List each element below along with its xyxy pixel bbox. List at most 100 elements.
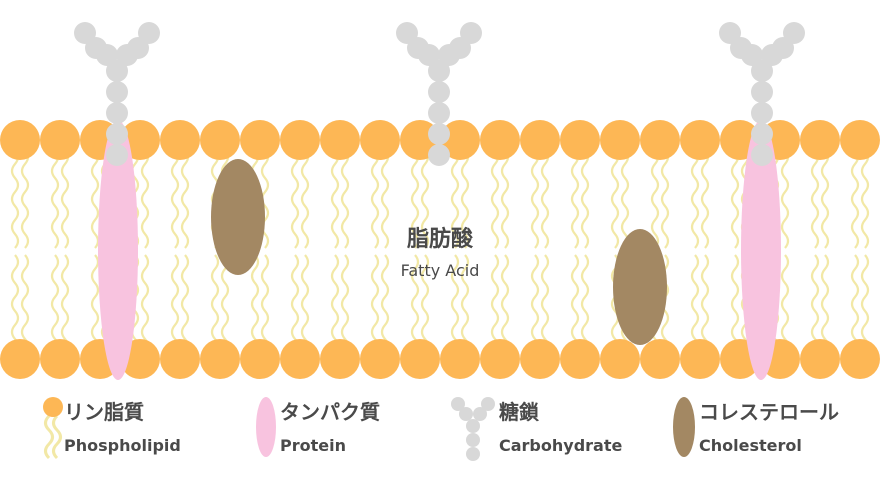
fatty-acid-tail-bottom [250, 254, 260, 354]
cholesterol-molecule [613, 229, 667, 345]
fatty-acid-tail-bottom [690, 254, 700, 354]
fatty-acid-tail-top [540, 149, 550, 249]
fatty-acid-tail-top [340, 149, 350, 249]
fatty-acid-tail-top [10, 149, 20, 249]
legend-item-phospholipid: リン脂質 Phospholipid [43, 397, 181, 460]
fatty-acid-tail-top [660, 149, 670, 249]
fatty-acid-tail-bottom [410, 254, 420, 354]
legend-label-carbohydrate-en: Carbohydrate [499, 436, 622, 455]
sugar-unit [428, 60, 450, 82]
fatty-acid-tail-bottom [210, 254, 220, 354]
sugar-unit [751, 81, 773, 103]
sugar-unit [751, 60, 773, 82]
fatty-acid-tail-bottom [330, 254, 340, 354]
cholesterol-molecules [211, 159, 667, 345]
fatty-acid-tail-bottom [540, 254, 550, 354]
fatty-acid-tail-bottom [460, 254, 470, 354]
fatty-acid-tail-top [290, 149, 300, 249]
fatty-acid-tail-bottom [490, 254, 500, 354]
fatty-acid-tail-bottom [810, 254, 820, 354]
phospholipid-head-top [160, 120, 200, 160]
fatty-acid-tail-top [820, 149, 830, 249]
fatty-acid-tail-top [410, 149, 420, 249]
fatty-acid-tail-top [860, 149, 870, 249]
fatty-acid-tail-bottom [700, 254, 710, 354]
sugar-unit [438, 44, 460, 66]
sugar-unit [418, 44, 440, 66]
sugar-unit [428, 144, 450, 166]
phospholipid-head-top [40, 120, 80, 160]
phospholipid-heads [0, 120, 880, 379]
fatty-acid-tail-bottom [10, 254, 20, 354]
sugar-unit [106, 102, 128, 124]
sugar-unit [116, 44, 138, 66]
legend-label-carbohydrate-jp: 糖鎖 [499, 400, 540, 424]
fatty-acid-tail-bottom [500, 254, 510, 354]
sugar-unit [96, 44, 118, 66]
phospholipid-head-bottom [680, 339, 720, 379]
fatty-acid-tail-top [20, 149, 30, 249]
fatty-acid-tail-bottom [780, 254, 790, 354]
fatty-acid-tail-top [300, 149, 310, 249]
fatty-acid-tail-bottom [340, 254, 350, 354]
carbohydrate-chain [396, 22, 482, 166]
phospholipid-head-top [560, 120, 600, 160]
phospholipid-head-bottom [440, 339, 480, 379]
phospholipid-head-top [320, 120, 360, 160]
sugar-unit [106, 60, 128, 82]
fatty-acid-tail-bottom [450, 254, 460, 354]
fatty-acid-tail-bottom [90, 254, 100, 354]
fatty-acid-tail-bottom [850, 254, 860, 354]
fatty-acid-tail-bottom [50, 254, 60, 354]
fatty-acid-tail-top [420, 149, 430, 249]
fatty-acid-tail-top [620, 149, 630, 249]
phospholipid-head-bottom [160, 339, 200, 379]
fatty-acid-tail-bottom [820, 254, 830, 354]
fatty-acid-tail-bottom [300, 254, 310, 354]
phospholipid-head-top [280, 120, 320, 160]
phospholipid-head-top [680, 120, 720, 160]
phospholipid-head-bottom [200, 339, 240, 379]
phospholipid-head-top [240, 120, 280, 160]
phospholipid-head-bottom [240, 339, 280, 379]
sugar-unit [106, 81, 128, 103]
phospholipid-head-top [480, 120, 520, 160]
legend: リン脂質 Phospholipid タンパク質 Protein 糖鎖 Carbo… [43, 397, 839, 461]
fatty-acid-tail-top [700, 149, 710, 249]
fatty-acid-tail-bottom [60, 254, 70, 354]
phospholipid-head-bottom [0, 339, 40, 379]
sugar-unit [106, 144, 128, 166]
fatty-acid-tail-bottom [730, 254, 740, 354]
sugar-unit [751, 102, 773, 124]
fatty-acid-tail-bottom [220, 254, 230, 354]
fatty-acid-tail-top [580, 149, 590, 249]
fatty-acid-tail-top [650, 149, 660, 249]
phospholipid-head-top [440, 120, 480, 160]
legend-label-phospholipid-jp: リン脂質 [64, 400, 144, 424]
carbohydrate-chains [74, 22, 805, 166]
carbohydrate-chain [74, 22, 160, 166]
fatty-acid-tail-top [330, 149, 340, 249]
legend-item-cholesterol: コレステロール Cholesterol [673, 397, 839, 457]
phospholipid-head-top [200, 120, 240, 160]
fatty-acid-tail-top [570, 149, 580, 249]
fatty-acid-tail-top [610, 149, 620, 249]
phospholipid-icon [43, 397, 63, 460]
sugar-unit [428, 81, 450, 103]
carbohydrate-chain [719, 22, 805, 166]
fatty-acid-tail-bottom [610, 254, 620, 354]
fatty-acid-tail-bottom [570, 254, 580, 354]
membrane-proteins [98, 120, 781, 380]
fatty-acid-tail-bottom [370, 254, 380, 354]
fatty-acid-tail-top [140, 149, 150, 249]
center-subtitle: Fatty Acid [401, 261, 480, 280]
sugar-unit [751, 123, 773, 145]
fatty-acid-tail-top [50, 149, 60, 249]
phospholipid-head-top [600, 120, 640, 160]
phospholipid-head-top [360, 120, 400, 160]
fatty-acid-tail-bottom [20, 254, 30, 354]
fatty-acid-tail-top [170, 149, 180, 249]
fatty-acid-tail-bottom [580, 254, 590, 354]
phospholipid-head-top [800, 120, 840, 160]
